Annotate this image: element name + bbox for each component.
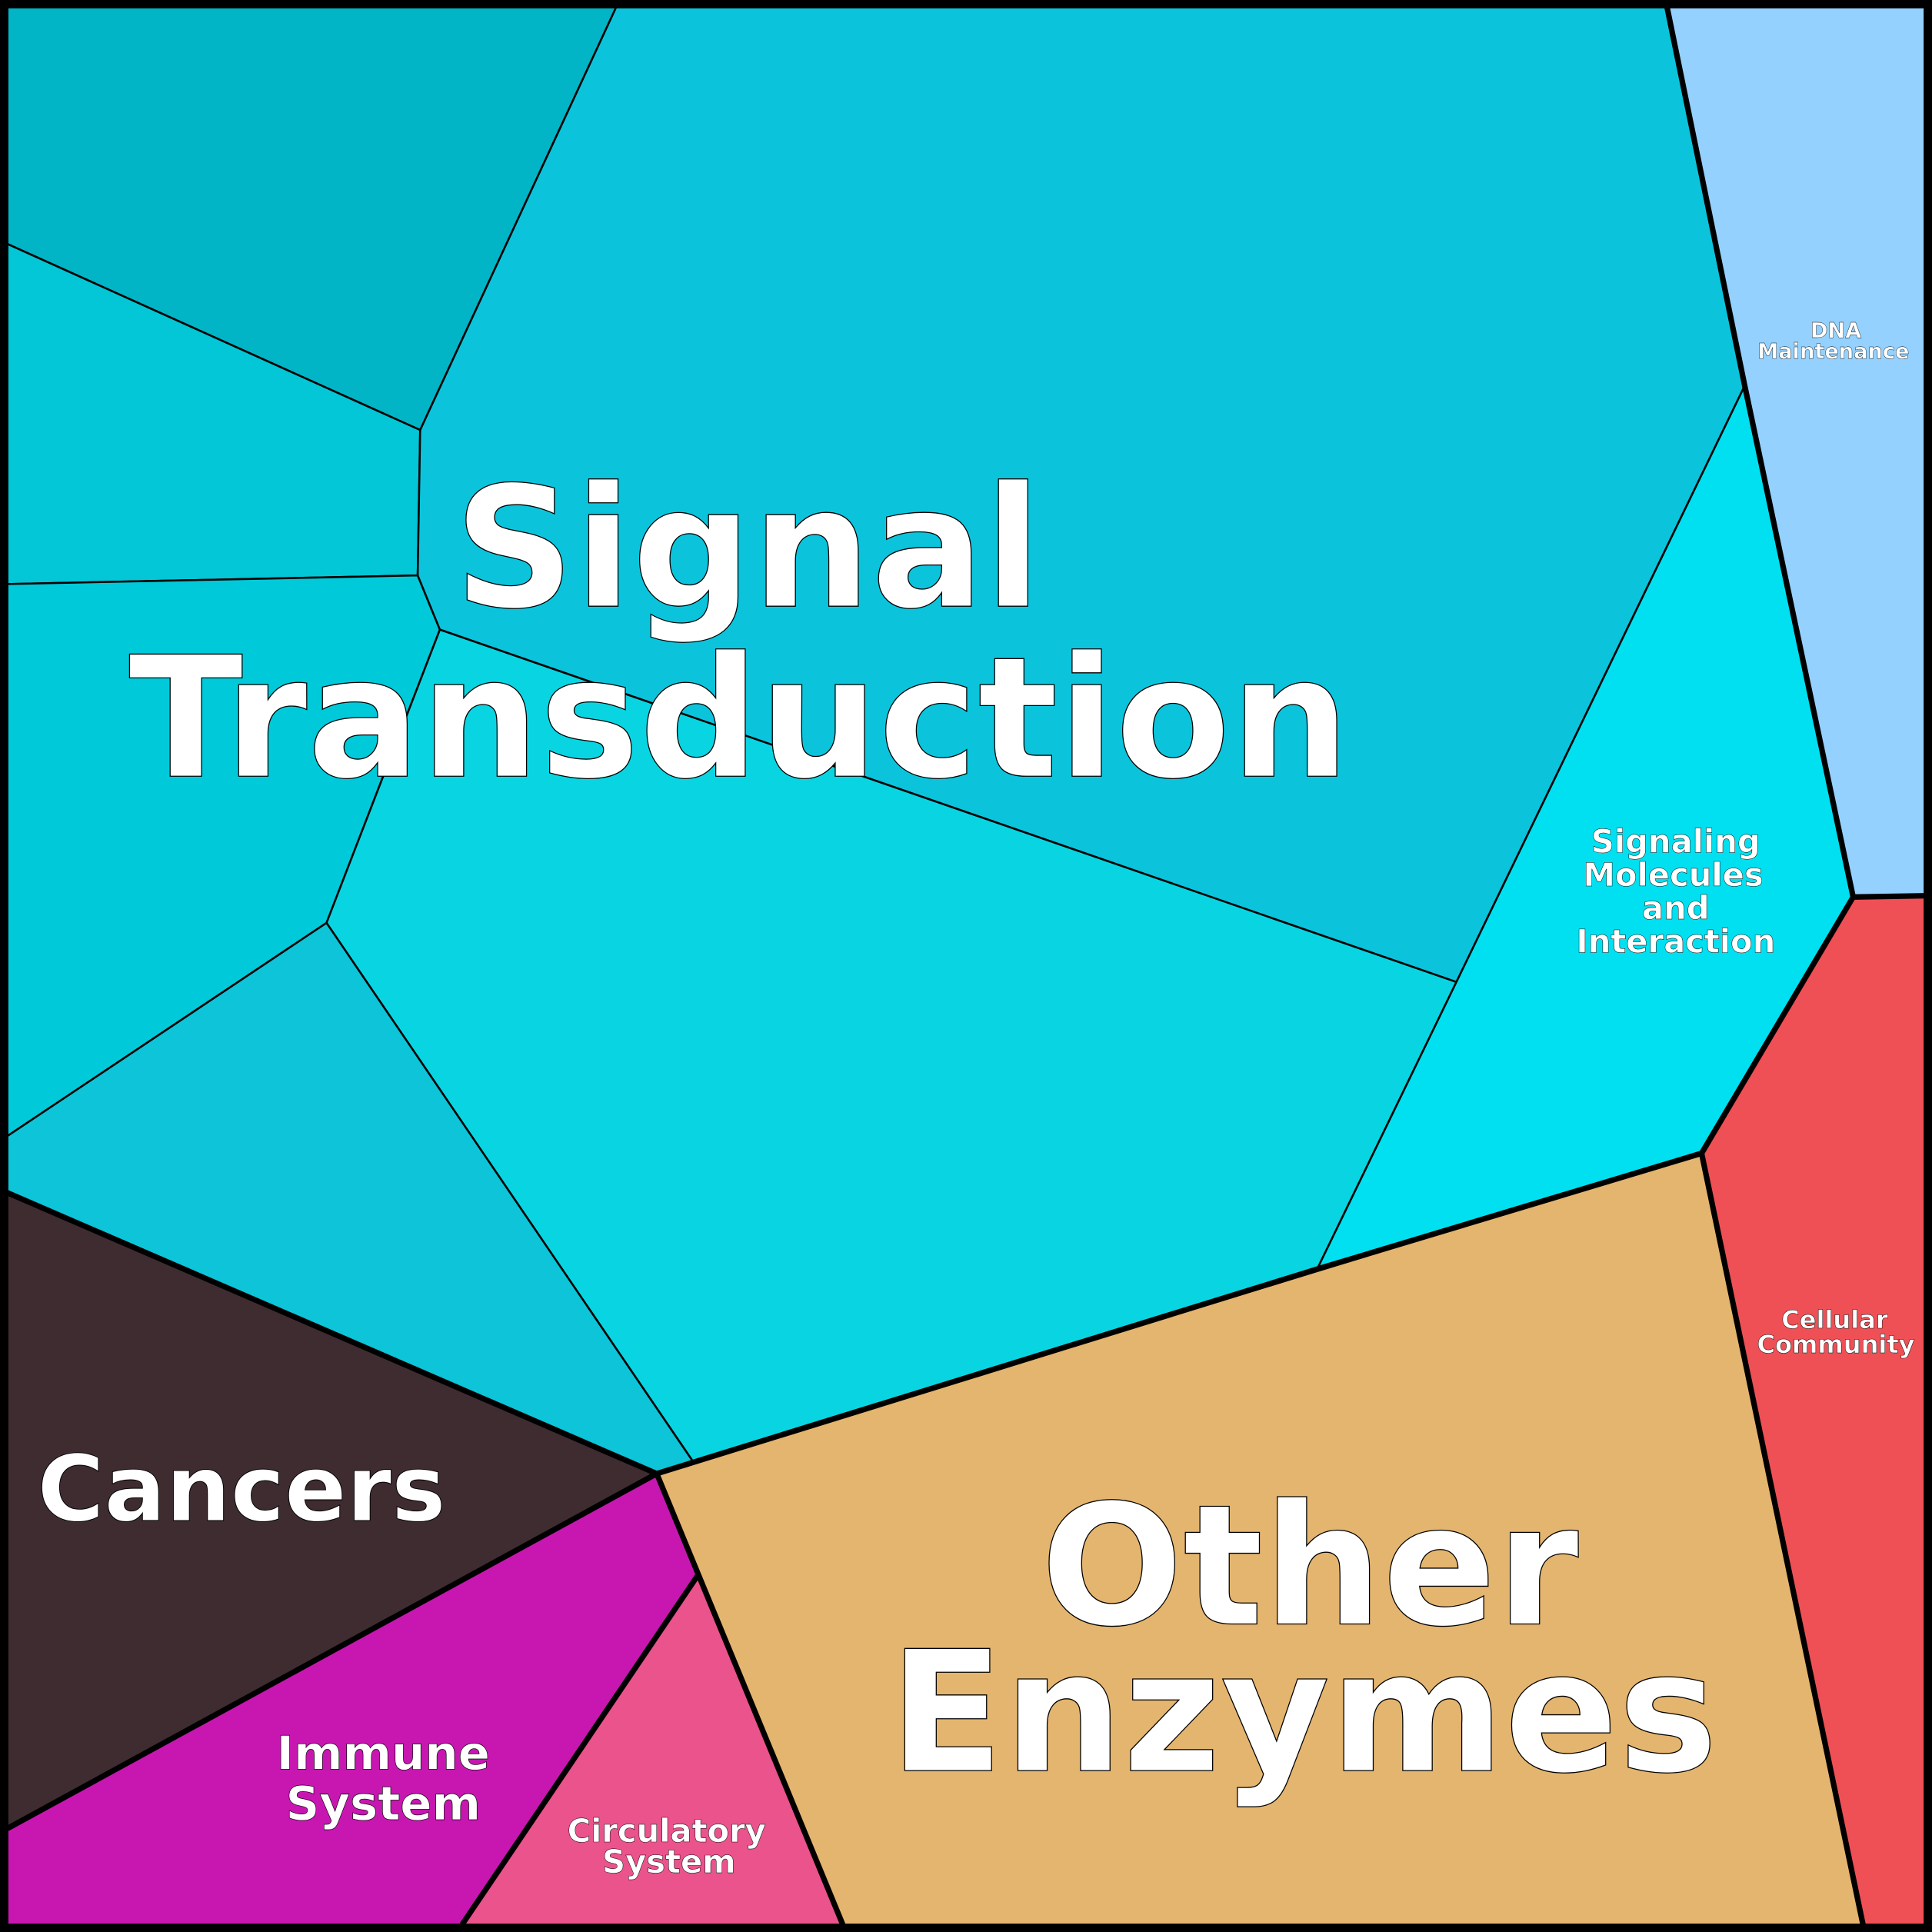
label-circulatory-1: Circulatory bbox=[568, 1812, 766, 1850]
label-immune-2: System bbox=[285, 1777, 481, 1831]
label-signaling-1: Signaling bbox=[1591, 823, 1760, 861]
label-signaling-4: Interaction bbox=[1576, 922, 1775, 960]
label-dna-2: Maintenance bbox=[1757, 340, 1909, 364]
label-cellular-community-1: Cellular bbox=[1781, 1305, 1888, 1334]
label-signal-transduction-2: Transduction bbox=[128, 621, 1350, 816]
label-cellular-community-2: Community bbox=[1757, 1330, 1915, 1359]
label-circulatory-2: System bbox=[602, 1843, 735, 1880]
label-cancers: Cancers bbox=[37, 1436, 445, 1542]
label-immune-1: Immune bbox=[277, 1727, 490, 1781]
label-signal-transduction-1: Signal bbox=[454, 451, 1041, 646]
label-other-enzymes-1: Other bbox=[1041, 1469, 1579, 1664]
label-other-enzymes-2: Enzymes bbox=[889, 1616, 1717, 1810]
label-signaling-3: and bbox=[1642, 889, 1710, 927]
label-signaling-2: Molecules bbox=[1583, 856, 1763, 894]
label-dna-1: DNA bbox=[1810, 319, 1861, 343]
signal-transduction-group bbox=[6, 6, 1746, 1475]
